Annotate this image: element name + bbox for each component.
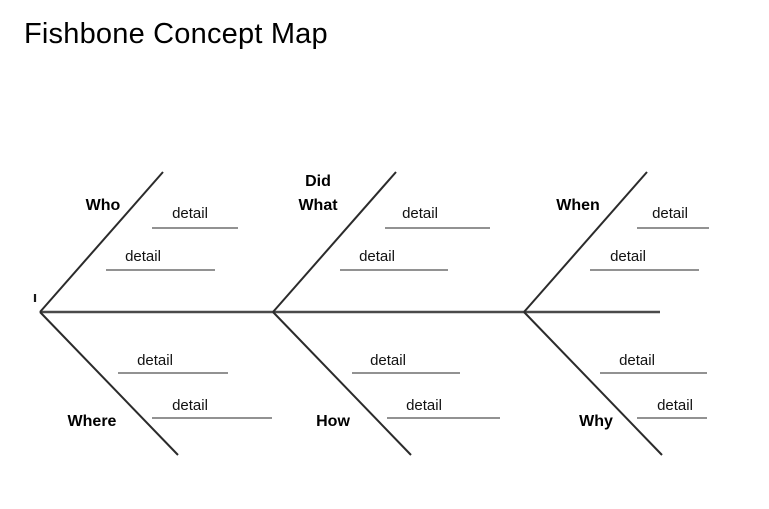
page-title: Fishbone Concept Map xyxy=(24,18,328,50)
detail-label-did-what-2[interactable]: detail xyxy=(359,248,395,265)
category-label-why: Why xyxy=(579,413,613,430)
bone-line-how[interactable] xyxy=(272,311,412,456)
bones-group xyxy=(39,171,663,456)
detail-label-when-1[interactable]: detail xyxy=(652,205,688,222)
detail-label-where-2[interactable]: detail xyxy=(172,397,208,414)
detail-label-who-2[interactable]: detail xyxy=(125,248,161,265)
detail-label-did-what-1[interactable]: detail xyxy=(402,205,438,222)
category-label-when: When xyxy=(556,197,600,214)
category-label-how: How xyxy=(316,413,350,430)
category-label-who: Who xyxy=(86,197,121,214)
detail-label-why-2[interactable]: detail xyxy=(657,397,693,414)
bone-line-when[interactable] xyxy=(523,171,648,313)
detail-label-why-1[interactable]: detail xyxy=(619,352,655,369)
detail-label-when-2[interactable]: detail xyxy=(610,248,646,265)
detail-label-who-1[interactable]: detail xyxy=(172,205,208,222)
spine-group xyxy=(33,294,660,314)
bone-line-who[interactable] xyxy=(39,171,164,313)
category-label-where: Where xyxy=(68,413,117,430)
bone-line-why[interactable] xyxy=(523,311,663,456)
detail-label-where-1[interactable]: detail xyxy=(137,352,173,369)
bone-line-where[interactable] xyxy=(39,311,179,456)
detail-label-how-1[interactable]: detail xyxy=(370,352,406,369)
detail-label-how-2[interactable]: detail xyxy=(406,397,442,414)
bone-line-did-what[interactable] xyxy=(272,171,397,313)
